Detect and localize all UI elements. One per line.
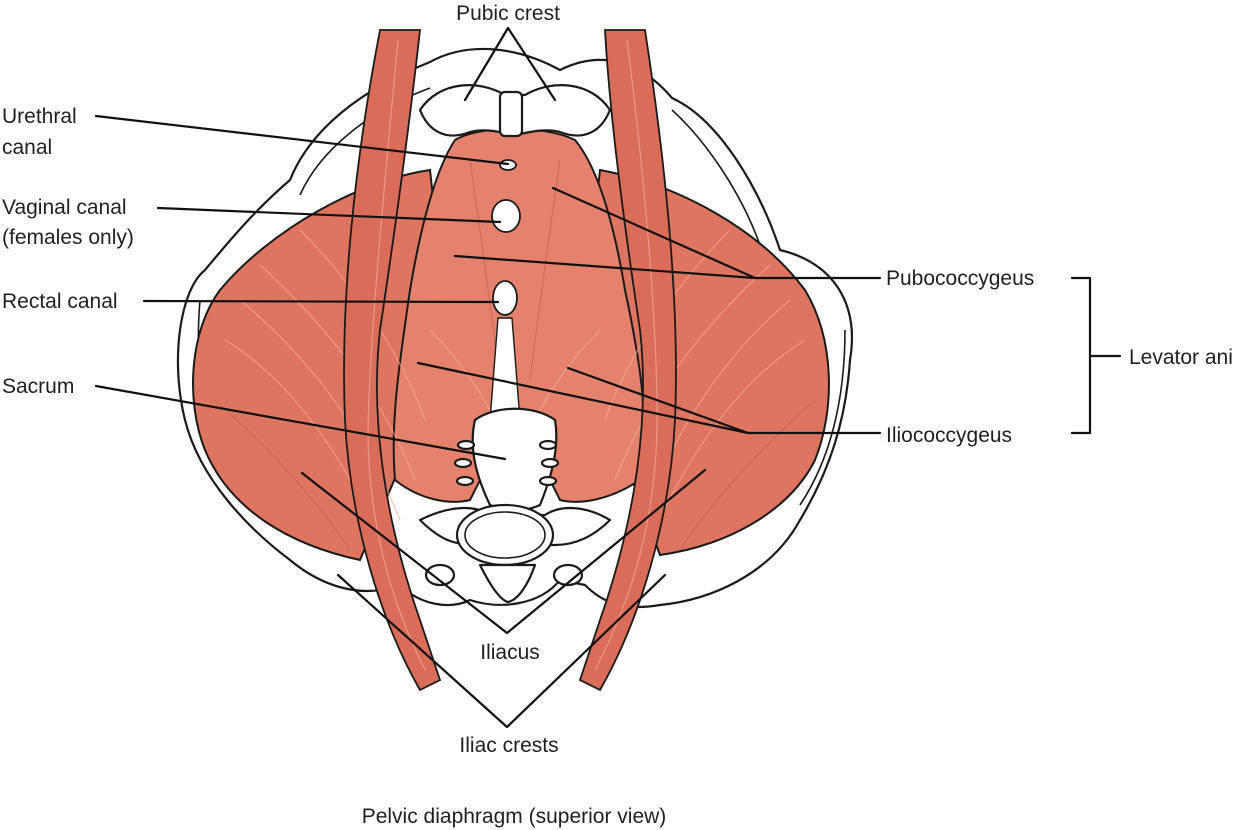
- figure-caption: Pelvic diaphragm (superior view): [362, 805, 667, 828]
- sacroiliac-left: [424, 563, 456, 587]
- psoas-right: [578, 29, 677, 692]
- sacrum-bone: [471, 407, 558, 512]
- leader-lines: [94, 26, 1122, 729]
- label-urethral-canal-line2: canal: [2, 136, 52, 159]
- vertebral-body: [455, 503, 555, 567]
- pubic-symphysis: [498, 90, 524, 138]
- sacroiliac-right: [552, 563, 584, 587]
- pelvic-bone-inner-rim: [197, 87, 846, 506]
- label-pubococcygeus: Pubococcygeus: [886, 267, 1034, 290]
- rectal-opening: [492, 280, 518, 316]
- sacral-foramina: [453, 439, 560, 487]
- vaginal-opening: [491, 199, 521, 233]
- psoas-left-fibers: [367, 39, 426, 671]
- label-urethral-canal-line1: Urethral: [2, 105, 77, 128]
- label-rectal-canal: Rectal canal: [2, 290, 118, 313]
- label-iliacus: Iliacus: [480, 641, 540, 664]
- label-vaginal-canal-line1: Vaginal canal: [2, 196, 127, 219]
- coccyx: [478, 563, 537, 604]
- label-levator-ani: Levator ani: [1129, 346, 1233, 369]
- label-pubic-crest: Pubic crest: [456, 2, 560, 25]
- label-sacrum: Sacrum: [2, 375, 74, 398]
- label-iliococcygeus: Iliococcygeus: [886, 424, 1012, 447]
- vertebral-body-inner: [464, 511, 546, 559]
- label-vaginal-canal-line2: (females only): [2, 226, 134, 249]
- label-iliac-crests: Iliac crests: [459, 734, 558, 757]
